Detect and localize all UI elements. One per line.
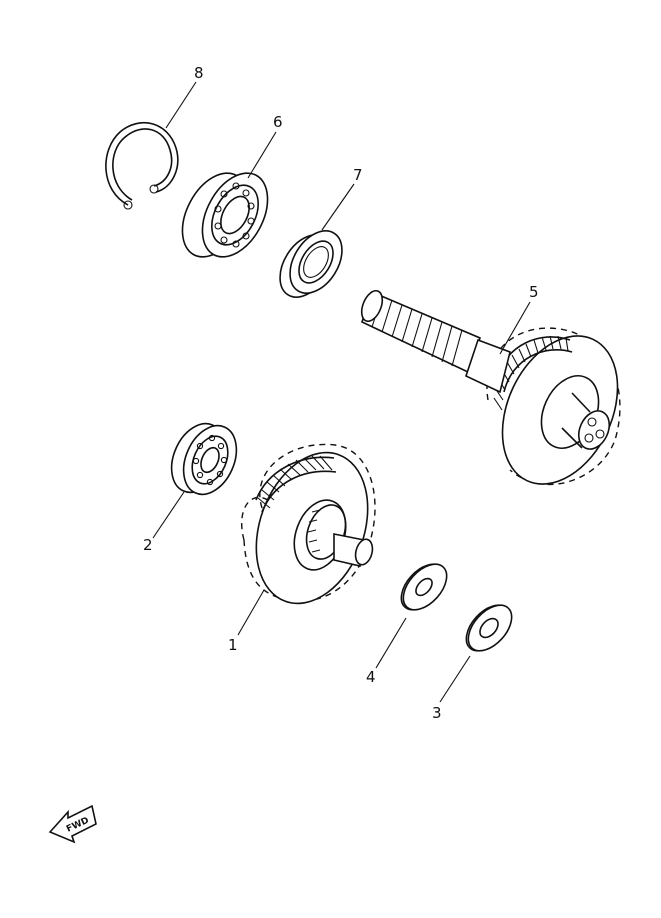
washer-icon[interactable]: [458, 597, 520, 659]
leader-lines: [152, 81, 531, 703]
ball-bearing-icon[interactable]: [161, 415, 246, 502]
callout-2: 2: [143, 536, 153, 554]
ball-bearing-icon[interactable]: [169, 162, 281, 268]
callout-8: 8: [194, 64, 204, 82]
washer-icon[interactable]: [393, 556, 455, 618]
callout-4: 4: [366, 668, 376, 686]
circlip-icon[interactable]: [105, 122, 179, 210]
oil-seal-icon[interactable]: [269, 222, 352, 307]
shaft-gear-icon[interactable]: [358, 288, 640, 503]
helical-gear-icon[interactable]: [236, 437, 387, 619]
callout-1: 1: [228, 636, 238, 654]
callout-7: 7: [353, 166, 363, 184]
callout-5: 5: [529, 283, 539, 301]
callout-6: 6: [273, 113, 283, 131]
callout-3: 3: [432, 704, 442, 722]
fwd-arrow-icon: FWD: [48, 804, 97, 844]
